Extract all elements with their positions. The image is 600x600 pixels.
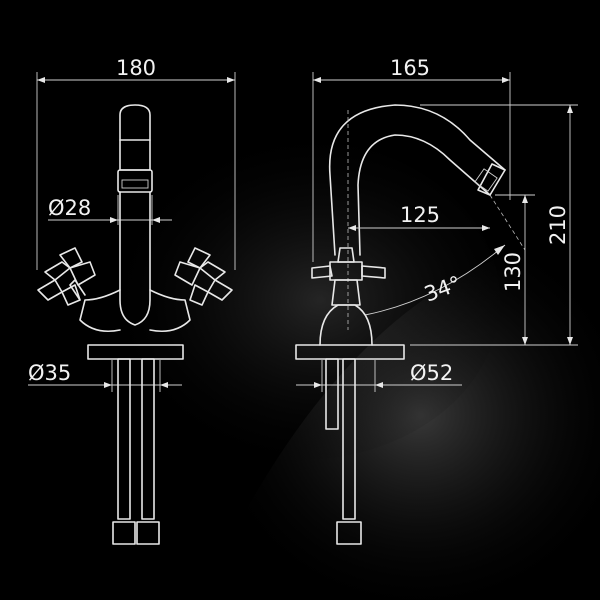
dim-side-width: 165 [390,56,430,80]
front-hose-nut-right [136,521,160,545]
dim-spout-reach: 125 [400,203,440,227]
front-right-cross-handle [174,247,233,306]
front-body [119,191,151,326]
side-body [319,304,373,346]
front-right-arm [149,289,191,333]
background-glow-center [100,140,500,460]
dim-spout-height: 130 [501,252,525,292]
side-aerator [477,163,506,196]
front-view: 180 Ø28 [28,56,236,545]
dim-total-height: 210 [546,205,570,245]
side-hose-nut [336,521,362,545]
front-spout-cap [119,104,151,141]
dim-base-diameter-front: Ø35 [28,361,71,385]
front-left-arm [79,289,121,333]
dim-spout-diameter: Ø28 [48,196,91,220]
side-cross-handle [311,247,386,306]
front-left-cross-handle [37,247,96,306]
dim-front-width: 180 [116,56,156,80]
dim-base-diameter-side: Ø52 [410,361,453,385]
front-hose-nut-left [112,521,136,545]
angle-arc [364,244,506,316]
side-spout [328,104,506,256]
front-base-plate [87,344,184,360]
